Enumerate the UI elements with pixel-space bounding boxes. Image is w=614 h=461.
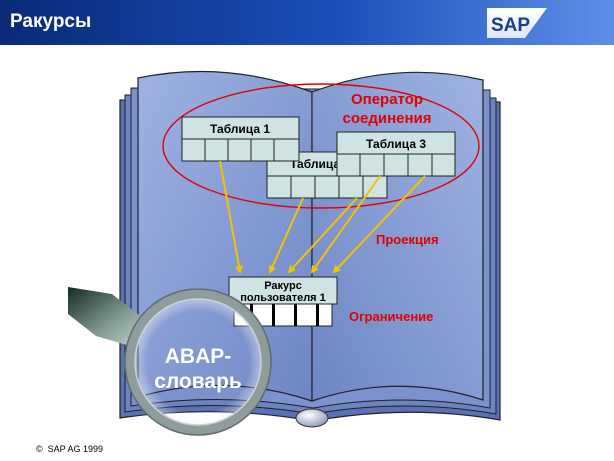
header-bar: Ракурсы SAP [0,0,614,45]
arrow-table2-a-to-view [268,197,304,274]
dictionary-label-line2: словарь [154,370,242,393]
dictionary-label-line1: ABAP- [165,345,232,368]
book-clasp-icon [295,408,329,428]
footer: © SAP AG 1999 [36,444,103,454]
page-title: Ракурсы [10,11,92,32]
arrow-table1-to-view [219,160,243,274]
view-label-line1: Ракурс [264,280,302,292]
magnifier-icon [124,288,272,436]
copyright-text: SAP AG 1999 [47,444,104,454]
table-2-label: Таблица 2 [290,157,350,171]
table-3-label: Таблица 3 [366,137,426,151]
sap-logo-text: SAP [491,15,530,36]
join-operator-label-line2: соединения [342,110,431,127]
copyright-icon: © [36,444,43,454]
table-3: Таблица 3 [336,131,456,177]
join-operator-label-line1: Оператор [351,91,423,108]
table-1: Таблица 1 [181,116,300,162]
arrow-table3-a-to-view [310,175,381,274]
projection-label: Проекция [376,232,439,247]
arrow-table3-b-to-view [332,175,426,274]
selection-label: Ограничение [349,309,433,324]
sap-logo: SAP [487,8,547,38]
table-1-label: Таблица 1 [210,122,270,136]
join-ellipse [162,83,480,209]
magnifier-handle [68,287,148,346]
projection-arrows [219,160,426,274]
view-label-line2: пользователя 1 [240,292,326,304]
arrow-table2-b-to-view [287,197,358,274]
